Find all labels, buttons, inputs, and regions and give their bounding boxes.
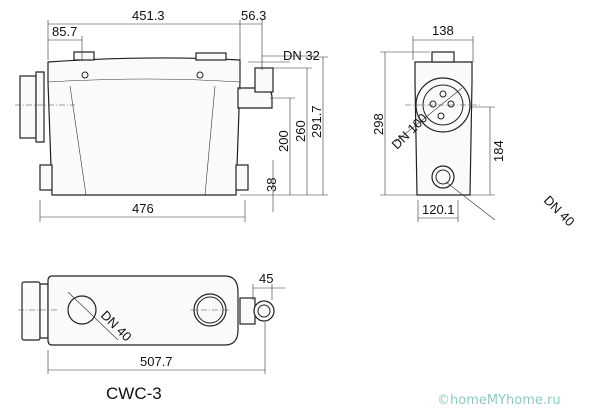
dn40-inlet bbox=[431, 165, 455, 189]
dn40-top-inlet bbox=[67, 295, 97, 325]
dim-56: 56.3 bbox=[241, 8, 266, 23]
dim-507: 507.7 bbox=[140, 354, 173, 369]
side-view: 138 298 DN 100 184 120.1 DN 40 bbox=[371, 23, 578, 229]
dim-298: 298 bbox=[371, 113, 386, 135]
dim-291: 291.7 bbox=[309, 105, 324, 138]
inlet-pipe bbox=[19, 75, 37, 139]
dim-184: 184 bbox=[491, 140, 506, 162]
dim-200: 200 bbox=[276, 130, 291, 152]
outlet-dn32-label: DN 32 bbox=[283, 48, 320, 63]
inlet-collar bbox=[35, 71, 45, 143]
dim-451: 451.3 bbox=[132, 8, 165, 23]
top-port-left bbox=[73, 51, 95, 61]
dim-45: 45 bbox=[259, 271, 273, 286]
top-view: 45 DN 40 507.7 bbox=[18, 271, 285, 374]
outlet-pipe bbox=[254, 67, 274, 93]
model-label: CWC-3 bbox=[106, 384, 162, 403]
top-body bbox=[47, 275, 239, 346]
dim-138: 138 bbox=[432, 23, 454, 38]
watermark: ©homeMYhome.ru bbox=[437, 393, 561, 408]
dim-260: 260 bbox=[293, 120, 308, 142]
dim-120: 120.1 bbox=[422, 202, 455, 217]
dim-85: 85.7 bbox=[52, 24, 77, 39]
dn40-side-label: DN 40 bbox=[541, 193, 578, 230]
top-port-right bbox=[195, 52, 227, 61]
front-view: 451.3 85.7 56.3 DN 32 200 260 291.7 38 4… bbox=[15, 8, 328, 222]
dim-38: 38 bbox=[264, 178, 279, 192]
dim-476: 476 bbox=[132, 201, 154, 216]
